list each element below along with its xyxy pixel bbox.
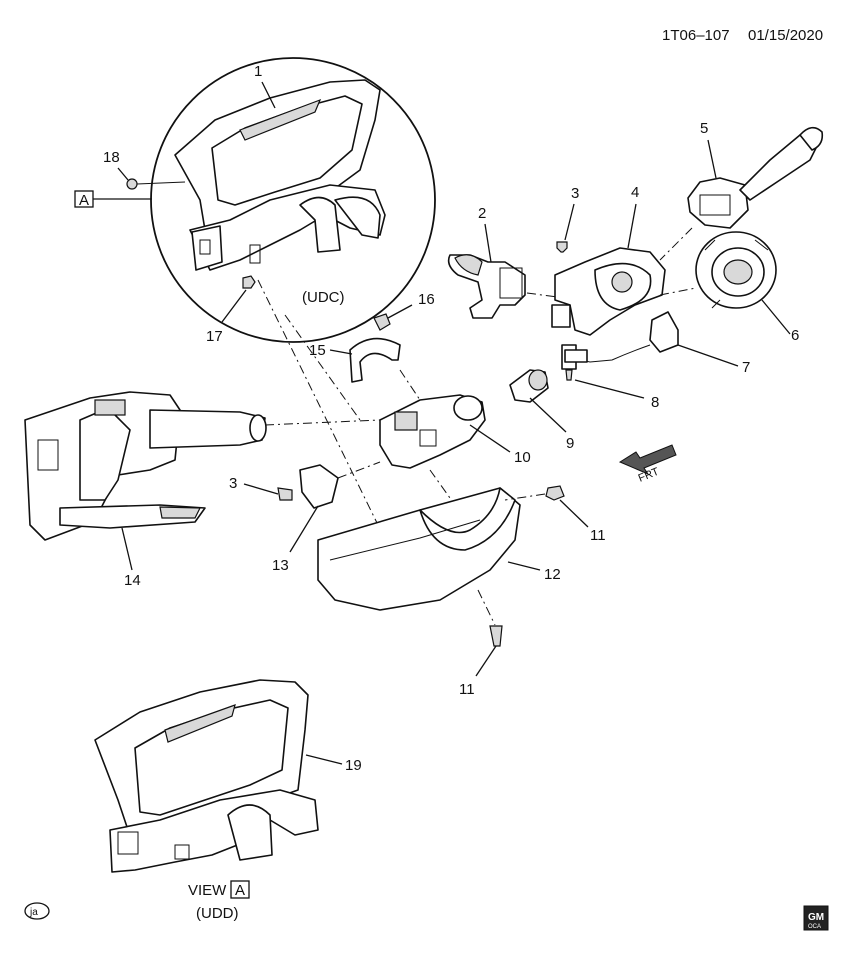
front-direction-arrow: FRT <box>618 444 677 485</box>
callout-1: 1 <box>254 63 262 80</box>
bolt-17 <box>242 275 256 289</box>
callout-14: 14 <box>124 572 141 589</box>
callout-9: 9 <box>566 435 574 452</box>
view-ref-box <box>230 880 250 899</box>
callout-7: 7 <box>742 359 750 376</box>
diagram-id: 1T06–107 <box>662 27 730 44</box>
detail-circle-udc: (UDC) <box>150 57 436 343</box>
callout-10: 10 <box>514 449 531 466</box>
callout-11-upper: 11 <box>590 527 606 544</box>
callout-3-lower: 3 <box>229 475 237 492</box>
callout-18: 18 <box>103 149 120 166</box>
callout-12: 12 <box>544 566 561 583</box>
callout-17: 17 <box>206 328 223 345</box>
screw-3-lower <box>277 487 293 501</box>
view-option-code: (UDD) <box>196 905 239 922</box>
part-12-lower-cover <box>317 487 521 611</box>
callout-5: 5 <box>700 120 708 137</box>
view-ref-letter: A <box>235 882 245 899</box>
callout-6: 6 <box>791 327 799 344</box>
callout-11-lower: 11 <box>459 681 475 698</box>
screw-8 <box>565 369 573 381</box>
logo-top: GM <box>808 912 824 923</box>
detail-option-code: (UDC) <box>302 289 345 306</box>
diagram-date: 01/15/2020 <box>748 27 823 44</box>
callout-19: 19 <box>345 757 362 774</box>
part-4-switch-housing <box>551 247 666 370</box>
screw-16 <box>373 313 391 331</box>
gm-logo: GM OCA <box>803 905 829 931</box>
callout-13: 13 <box>272 557 289 574</box>
language-code: ja <box>29 907 38 918</box>
callout-3-upper: 3 <box>571 185 579 202</box>
part-19-bezel-view-a <box>94 679 319 873</box>
callout-8: 8 <box>651 394 659 411</box>
screw-3-upper <box>556 241 568 253</box>
part-13-switch <box>299 464 339 509</box>
part-14-steering-column <box>24 391 267 541</box>
view-label: VIEW <box>188 882 227 899</box>
part-9-lock-cylinder <box>509 369 549 403</box>
part-10-ignition-housing <box>379 394 486 469</box>
language-badge: ja <box>24 902 50 920</box>
part-6-clock-spring <box>695 231 777 309</box>
bolt-11-lower <box>489 625 503 647</box>
part-5-wiper-switch <box>687 126 824 229</box>
callout-15: 15 <box>309 342 326 359</box>
callout-4: 4 <box>631 184 639 201</box>
callout-2: 2 <box>478 205 486 222</box>
part-2-switch <box>447 254 526 319</box>
detail-ref-letter: A <box>79 192 89 209</box>
bolt-11-upper <box>545 485 565 501</box>
callout-16: 16 <box>418 291 435 308</box>
bolt-18 <box>126 178 138 190</box>
logo-bottom: OCA <box>808 924 821 930</box>
part-15-bracket <box>349 337 401 383</box>
